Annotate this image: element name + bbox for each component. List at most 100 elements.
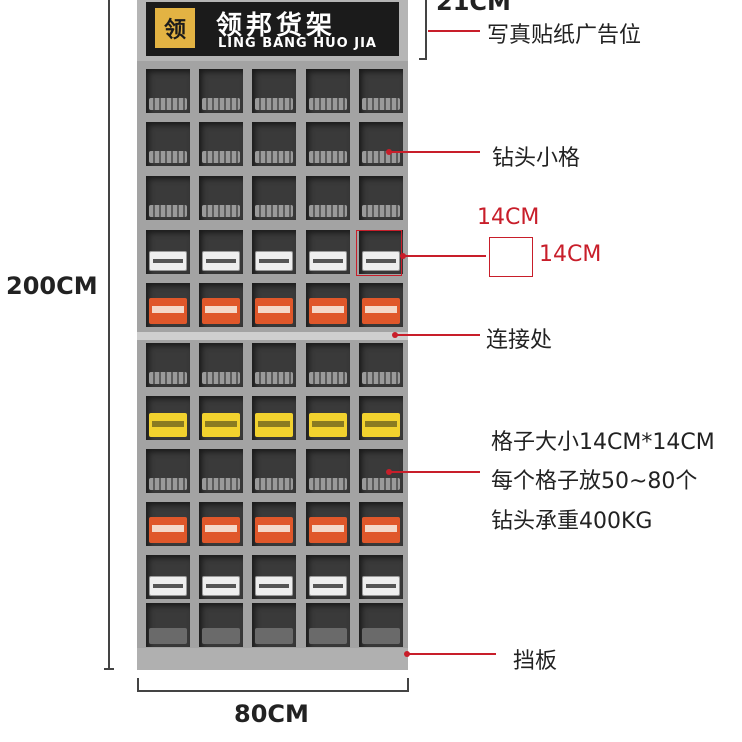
drill-cell-callout-dot bbox=[386, 149, 392, 155]
shelf-cell bbox=[306, 449, 350, 493]
shelf-cell bbox=[252, 603, 296, 647]
cell-contents bbox=[202, 251, 240, 271]
cell-contents bbox=[149, 251, 187, 271]
shelf-cell bbox=[252, 230, 296, 274]
joint-callout-label: 连接处 bbox=[486, 328, 553, 353]
cell-contents bbox=[202, 98, 240, 110]
shelf-cell bbox=[199, 69, 243, 113]
shelf-cell bbox=[359, 396, 403, 440]
shelf-cell bbox=[359, 283, 403, 327]
cell-contents bbox=[255, 576, 293, 596]
drill-cell-callout-label: 钻头小格 bbox=[492, 146, 581, 171]
shelf-cell bbox=[359, 230, 403, 274]
cell-contents bbox=[309, 413, 347, 437]
shelf-cell bbox=[359, 122, 403, 166]
shelf-cell bbox=[146, 176, 190, 220]
cell-contents bbox=[202, 478, 240, 490]
highlight-cell-outline bbox=[356, 230, 402, 276]
shelf-cell bbox=[306, 396, 350, 440]
shelf-cell bbox=[252, 396, 296, 440]
cell-contents bbox=[255, 413, 293, 437]
cell-contents bbox=[362, 298, 400, 324]
shelf-cell bbox=[306, 603, 350, 647]
shelf-cell bbox=[359, 343, 403, 387]
shelf-cell bbox=[252, 69, 296, 113]
cell-contents bbox=[149, 372, 187, 384]
shelf-cell bbox=[146, 502, 190, 546]
cell-contents bbox=[149, 298, 187, 324]
cell-contents bbox=[362, 413, 400, 437]
cell-contents bbox=[255, 628, 293, 644]
cell-contents bbox=[202, 205, 240, 217]
height-dimension-tick bbox=[104, 668, 114, 670]
kickplate-callout-dot bbox=[404, 651, 410, 657]
joint-callout-dot bbox=[392, 332, 398, 338]
shelf-cell bbox=[359, 69, 403, 113]
shelf-cell bbox=[146, 283, 190, 327]
brand-name-en: LING BANG HUO JIA bbox=[218, 36, 377, 51]
brand-name-cn: 领邦货架 bbox=[216, 11, 337, 41]
shelf-cell bbox=[199, 502, 243, 546]
cell-contents bbox=[255, 298, 293, 324]
cell-contents bbox=[149, 517, 187, 543]
shelf-cell bbox=[306, 230, 350, 274]
cell-contents bbox=[309, 478, 347, 490]
cell-width-label: 14CM bbox=[477, 205, 540, 230]
cell-contents bbox=[202, 517, 240, 543]
header-dimension-tick bbox=[419, 58, 427, 60]
cell-contents bbox=[149, 478, 187, 490]
shelf-cell bbox=[199, 176, 243, 220]
cell-contents bbox=[149, 205, 187, 217]
shelf-cell bbox=[199, 396, 243, 440]
cell-contents bbox=[309, 576, 347, 596]
shelf-cell bbox=[252, 176, 296, 220]
shelf-cell bbox=[252, 502, 296, 546]
cell-contents bbox=[362, 576, 400, 596]
shelf-cell bbox=[359, 555, 403, 599]
shelf-cell bbox=[199, 122, 243, 166]
shelf-cell bbox=[252, 283, 296, 327]
cell-contents bbox=[255, 372, 293, 384]
cell-contents bbox=[202, 372, 240, 384]
cell-contents bbox=[362, 517, 400, 543]
cell-contents bbox=[149, 576, 187, 596]
shelf-cell bbox=[306, 122, 350, 166]
cell-contents bbox=[255, 205, 293, 217]
shelf-cell bbox=[146, 69, 190, 113]
cell-contents bbox=[309, 372, 347, 384]
cell-contents bbox=[309, 151, 347, 163]
shelf-cell bbox=[306, 176, 350, 220]
shelf-cell bbox=[199, 449, 243, 493]
shelf-cell bbox=[199, 230, 243, 274]
cell-size-callout-line bbox=[404, 255, 486, 257]
shelf-cell bbox=[306, 502, 350, 546]
cell-contents bbox=[202, 413, 240, 437]
spec-callout-line bbox=[390, 471, 480, 473]
kickplate-callout-label: 挡板 bbox=[513, 649, 558, 674]
cell-contents bbox=[362, 628, 400, 644]
shelf-cell bbox=[146, 122, 190, 166]
shelf-cell bbox=[199, 603, 243, 647]
cell-contents bbox=[309, 298, 347, 324]
cell-contents bbox=[309, 205, 347, 217]
shelf-cell bbox=[359, 502, 403, 546]
cell-contents bbox=[309, 628, 347, 644]
spec-line-1: 格子大小14CM*14CM bbox=[491, 430, 715, 455]
shelf-cell bbox=[252, 343, 296, 387]
cell-contents bbox=[202, 298, 240, 324]
shelf-cell bbox=[146, 343, 190, 387]
banner-callout-line bbox=[428, 30, 480, 32]
spec-callout-dot bbox=[386, 469, 392, 475]
shelf-cell bbox=[359, 176, 403, 220]
cell-contents bbox=[309, 98, 347, 110]
drill-cell-callout-line bbox=[390, 151, 480, 153]
shelf-cell bbox=[146, 555, 190, 599]
shelf-cell bbox=[199, 555, 243, 599]
cell-contents bbox=[202, 576, 240, 596]
cell-size-demo-box bbox=[489, 237, 533, 277]
cell-contents bbox=[255, 478, 293, 490]
shelf-cell bbox=[146, 449, 190, 493]
shelf-cell bbox=[199, 283, 243, 327]
joint-callout-line bbox=[396, 334, 480, 336]
cell-contents bbox=[149, 628, 187, 644]
